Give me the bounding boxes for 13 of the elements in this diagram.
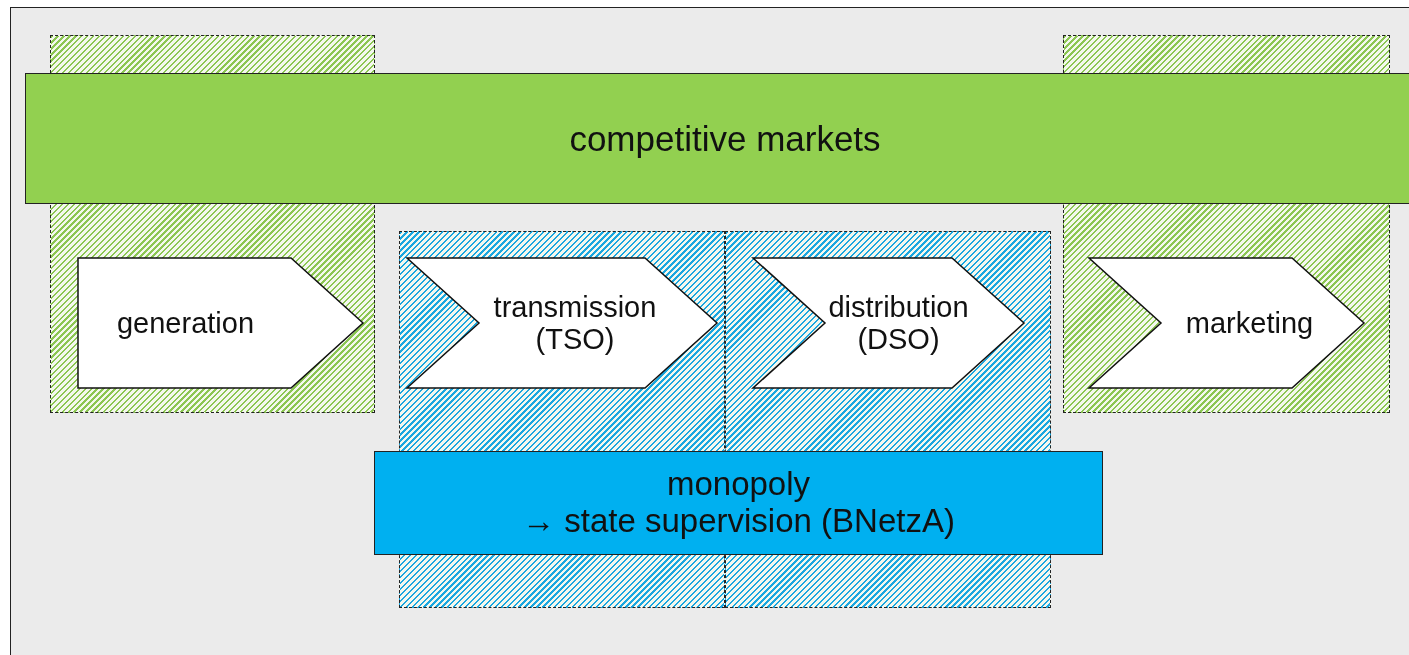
node-label: marketing [1185, 306, 1314, 340]
node-label: transmission (TSO) [492, 290, 658, 356]
process-step [407, 258, 717, 388]
process-step [78, 258, 363, 388]
node-label: distribution (DSO) [827, 290, 970, 356]
process-step [1089, 258, 1364, 388]
monopoly-banner [374, 451, 1103, 555]
node-label: monopoly [666, 466, 811, 503]
process-step [753, 258, 1024, 388]
node-label: → state supervision (BNetzA) [522, 503, 955, 540]
market-banner [25, 73, 1409, 204]
node-label: generation [116, 306, 255, 340]
node-label: competitive markets [569, 118, 881, 159]
